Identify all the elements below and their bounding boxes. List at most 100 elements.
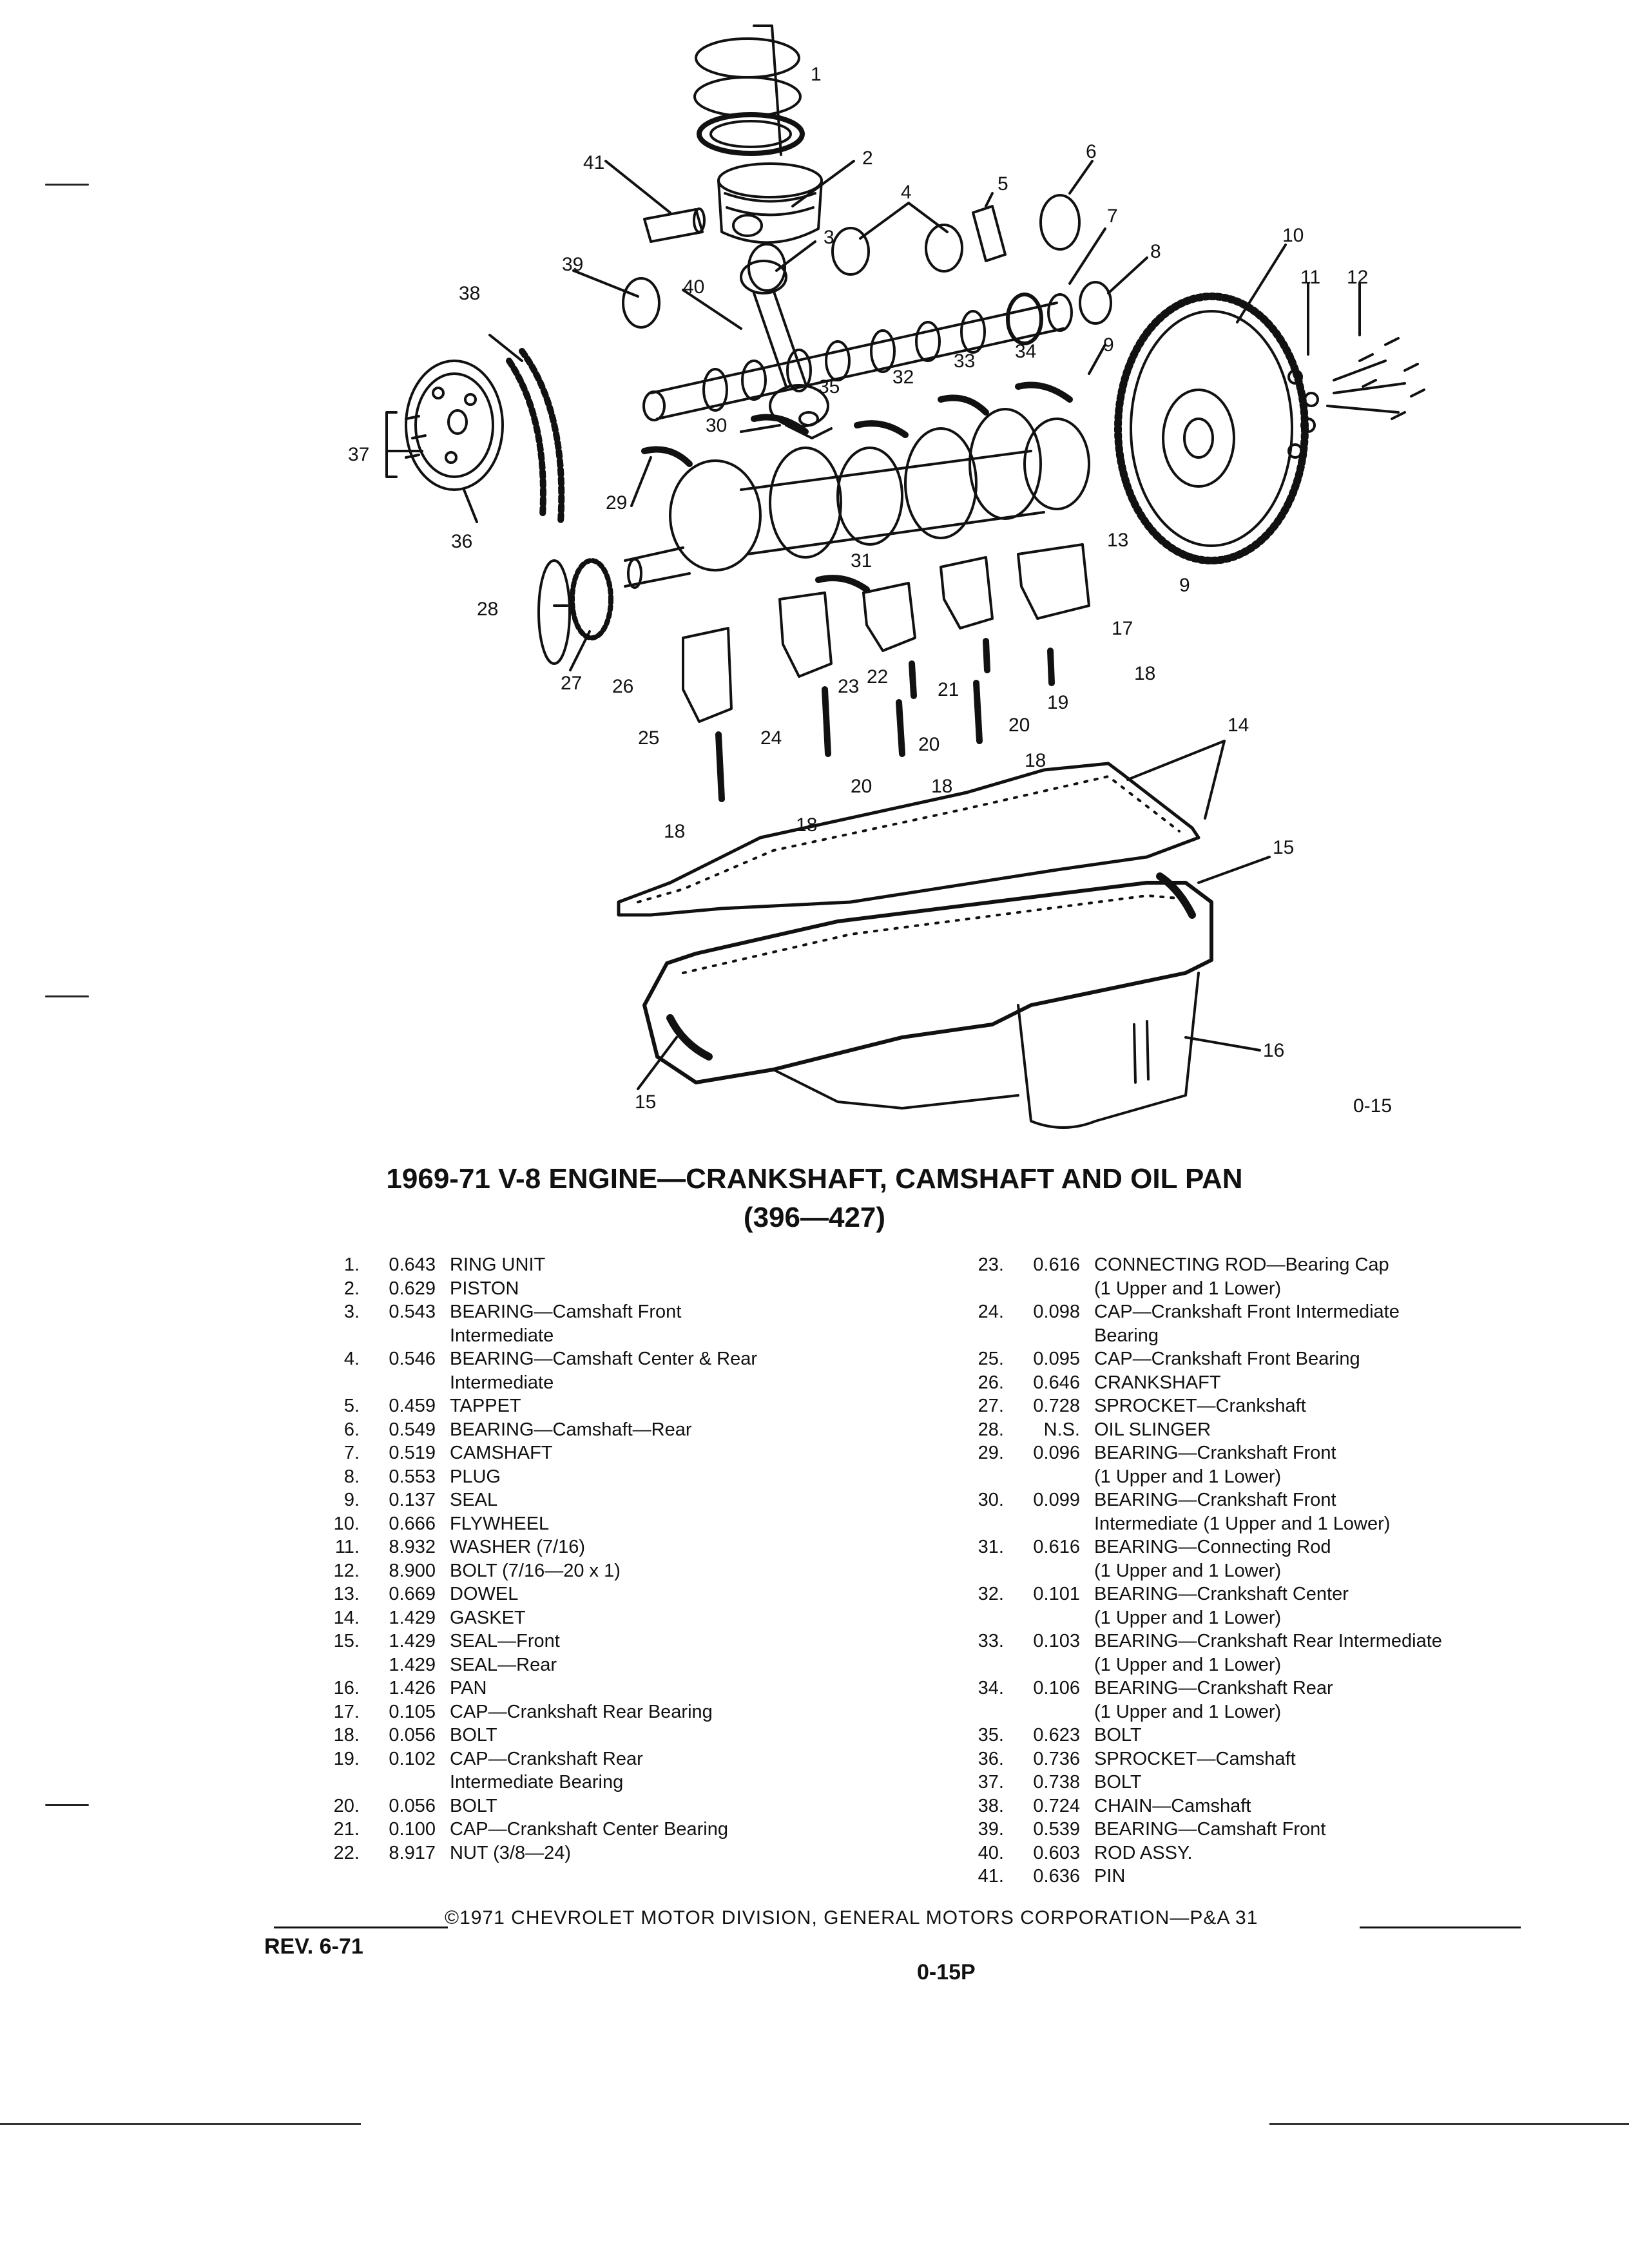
callout-label: 18 <box>931 776 952 797</box>
part-description: BEARING—Crankshaft Front <box>1094 1443 1336 1463</box>
part-description: CAP—Crankshaft Front Bearing <box>1094 1349 1360 1369</box>
callout-label: 18 <box>664 821 685 842</box>
callout-label: 18 <box>1134 663 1155 684</box>
parts-list-row: (1 Upper and 1 Lower) <box>954 1277 1598 1301</box>
part-number: 28. <box>978 1419 1004 1440</box>
parts-list-row: (1 Upper and 1 Lower) <box>954 1465 1598 1489</box>
revision-label: REV. 6-71 <box>264 1934 363 1959</box>
copyright-line: ©1971 CHEVROLET MOTOR DIVISION, GENERAL … <box>445 1907 1258 1928</box>
callout-label: 24 <box>760 727 782 749</box>
footer-rule-right <box>1360 1927 1521 1928</box>
part-description: BOLT <box>1094 1772 1142 1792</box>
parts-list-row: Intermediate <box>309 1324 928 1348</box>
part-description: Intermediate <box>450 1325 554 1346</box>
callout-label: 8 <box>1150 241 1161 262</box>
part-description: CONNECTING ROD—Bearing Cap <box>1094 1254 1389 1275</box>
callout-label: 1 <box>811 64 822 85</box>
callout-label: 39 <box>562 254 583 275</box>
part-description: CAP—Crankshaft Rear <box>450 1748 643 1769</box>
callout-label: 15 <box>635 1091 656 1113</box>
callout-label: 17 <box>1112 618 1133 639</box>
part-description: PIN <box>1094 1866 1126 1887</box>
front-intermediate-cap-illustration <box>778 591 833 678</box>
callout-label: 21 <box>938 679 959 700</box>
front-bearing-cap-illustration <box>682 627 733 723</box>
group-code: 0.095 <box>1033 1349 1080 1369</box>
part-number <box>309 1324 360 1348</box>
group-code: 8.932 <box>389 1537 436 1557</box>
callout-label: 22 <box>867 666 888 687</box>
callout-label: 25 <box>638 727 659 749</box>
callout-label: 7 <box>1107 206 1118 227</box>
piston-illustration <box>717 162 823 244</box>
title-line-2: (396—427) <box>743 1202 886 1233</box>
callout-label: 6 <box>1086 141 1097 162</box>
group-code: 0.519 <box>389 1443 436 1463</box>
group-code: 0.459 <box>389 1396 436 1416</box>
group-code: 0.636 <box>1033 1866 1080 1887</box>
crankshaft-illustration <box>624 408 1090 589</box>
group-code: 0.643 <box>389 1254 436 1275</box>
part-description: TAPPET <box>450 1396 521 1416</box>
part-description: BEARING—Crankshaft Rear <box>1094 1678 1333 1698</box>
plug-illustration <box>1079 281 1112 325</box>
rear-seal-illustration <box>666 1014 713 1061</box>
part-description: SEAL—Front <box>450 1631 560 1651</box>
part-description: CAP—Crankshaft Center Bearing <box>450 1819 728 1840</box>
group-code: 0.629 <box>389 1278 436 1299</box>
group-code: 0.666 <box>389 1513 436 1534</box>
callout-label: 19 <box>1047 692 1068 713</box>
camshaft-rear-bearing-illustration <box>1039 194 1081 251</box>
rear-intermediate-cap-illustration <box>940 556 994 629</box>
part-description: BOLT <box>1094 1725 1142 1745</box>
part-number: 34. <box>978 1678 1004 1698</box>
part-description: BOLT <box>450 1795 497 1816</box>
group-code: 0.100 <box>389 1819 436 1840</box>
part-description: Intermediate <box>450 1372 554 1393</box>
part-description: SEAL <box>450 1490 498 1510</box>
part-number <box>954 1277 1004 1301</box>
group-code: 0.616 <box>1033 1254 1080 1275</box>
part-number <box>954 1559 1004 1583</box>
group-code: 8.917 <box>389 1842 436 1863</box>
part-number: 16. <box>333 1678 360 1698</box>
part-number <box>954 1653 1004 1677</box>
callout-label: 3 <box>824 227 834 248</box>
part-number: 7. <box>343 1443 360 1463</box>
group-code: 0.603 <box>1033 1842 1080 1863</box>
group-code: 0.553 <box>389 1466 436 1487</box>
parts-list-row: 41. 0.636 PIN <box>954 1865 1598 1888</box>
part-number: 30. <box>978 1490 1004 1510</box>
callout-label: 30 <box>706 415 727 436</box>
part-description: RING UNIT <box>450 1254 546 1275</box>
group-code: 0.539 <box>1033 1819 1080 1840</box>
part-description: NUT (3/8—24) <box>450 1842 572 1863</box>
part-description: SPROCKET—Crankshaft <box>1094 1396 1306 1416</box>
part-description: DOWEL <box>450 1584 519 1604</box>
bottom-rule-left <box>0 2123 361 2125</box>
part-description: BEARING—Camshaft Front <box>1094 1819 1326 1840</box>
part-number: 41. <box>978 1866 1004 1887</box>
bottom-rule-right <box>1269 2123 1629 2125</box>
callout-label: 2 <box>862 148 873 169</box>
part-description: (1 Upper and 1 Lower) <box>1094 1278 1282 1299</box>
figure-title: 1969-71 V-8 ENGINE—CRANKSHAFT, CAMSHAFT … <box>258 1160 1371 1237</box>
oil-slinger-illustration <box>537 559 571 665</box>
callout-label: 40 <box>683 276 704 298</box>
callout-label: 36 <box>451 531 472 552</box>
